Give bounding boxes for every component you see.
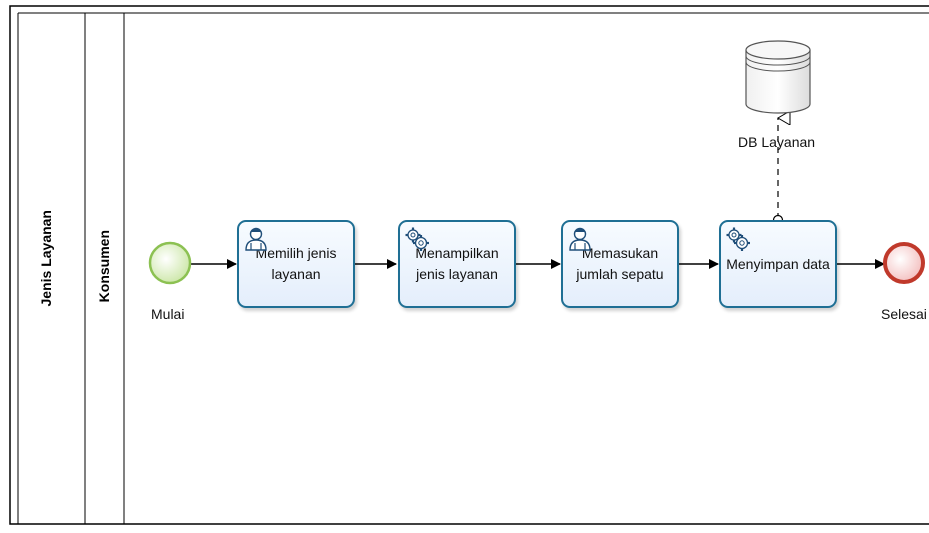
gear-icon [405, 227, 429, 251]
task-menyimpan-data[interactable]: Menyimpan data [719, 220, 837, 308]
start-event[interactable] [148, 241, 192, 285]
task-memasukan-jumlah-sepatu[interactable]: Memasukan jumlah sepatu [561, 220, 679, 308]
user-icon [245, 227, 267, 251]
end-event[interactable] [883, 242, 925, 284]
task-label: Menyimpan data [726, 255, 830, 272]
pool-border [9, 5, 929, 525]
task-label: Memasukan jumlah sepatu [576, 245, 664, 282]
start-event-label: Mulai [151, 306, 185, 322]
task-label: Menampilkan jenis layanan [415, 245, 499, 282]
pool-title: Jenis Layanan [38, 210, 54, 307]
database-icon [745, 40, 811, 114]
task-memilih-jenis-layanan[interactable]: Memilih jenis layanan [237, 220, 355, 308]
gear-icon [726, 227, 750, 251]
end-event-label: Selesai [881, 306, 927, 322]
datastore-label: DB Layanan [738, 134, 816, 150]
task-label: Memilih jenis layanan [255, 245, 337, 282]
task-menampilkan-jenis-layanan[interactable]: Menampilkan jenis layanan [398, 220, 516, 308]
lane-title: Konsumen [96, 230, 112, 303]
user-icon [569, 227, 591, 251]
